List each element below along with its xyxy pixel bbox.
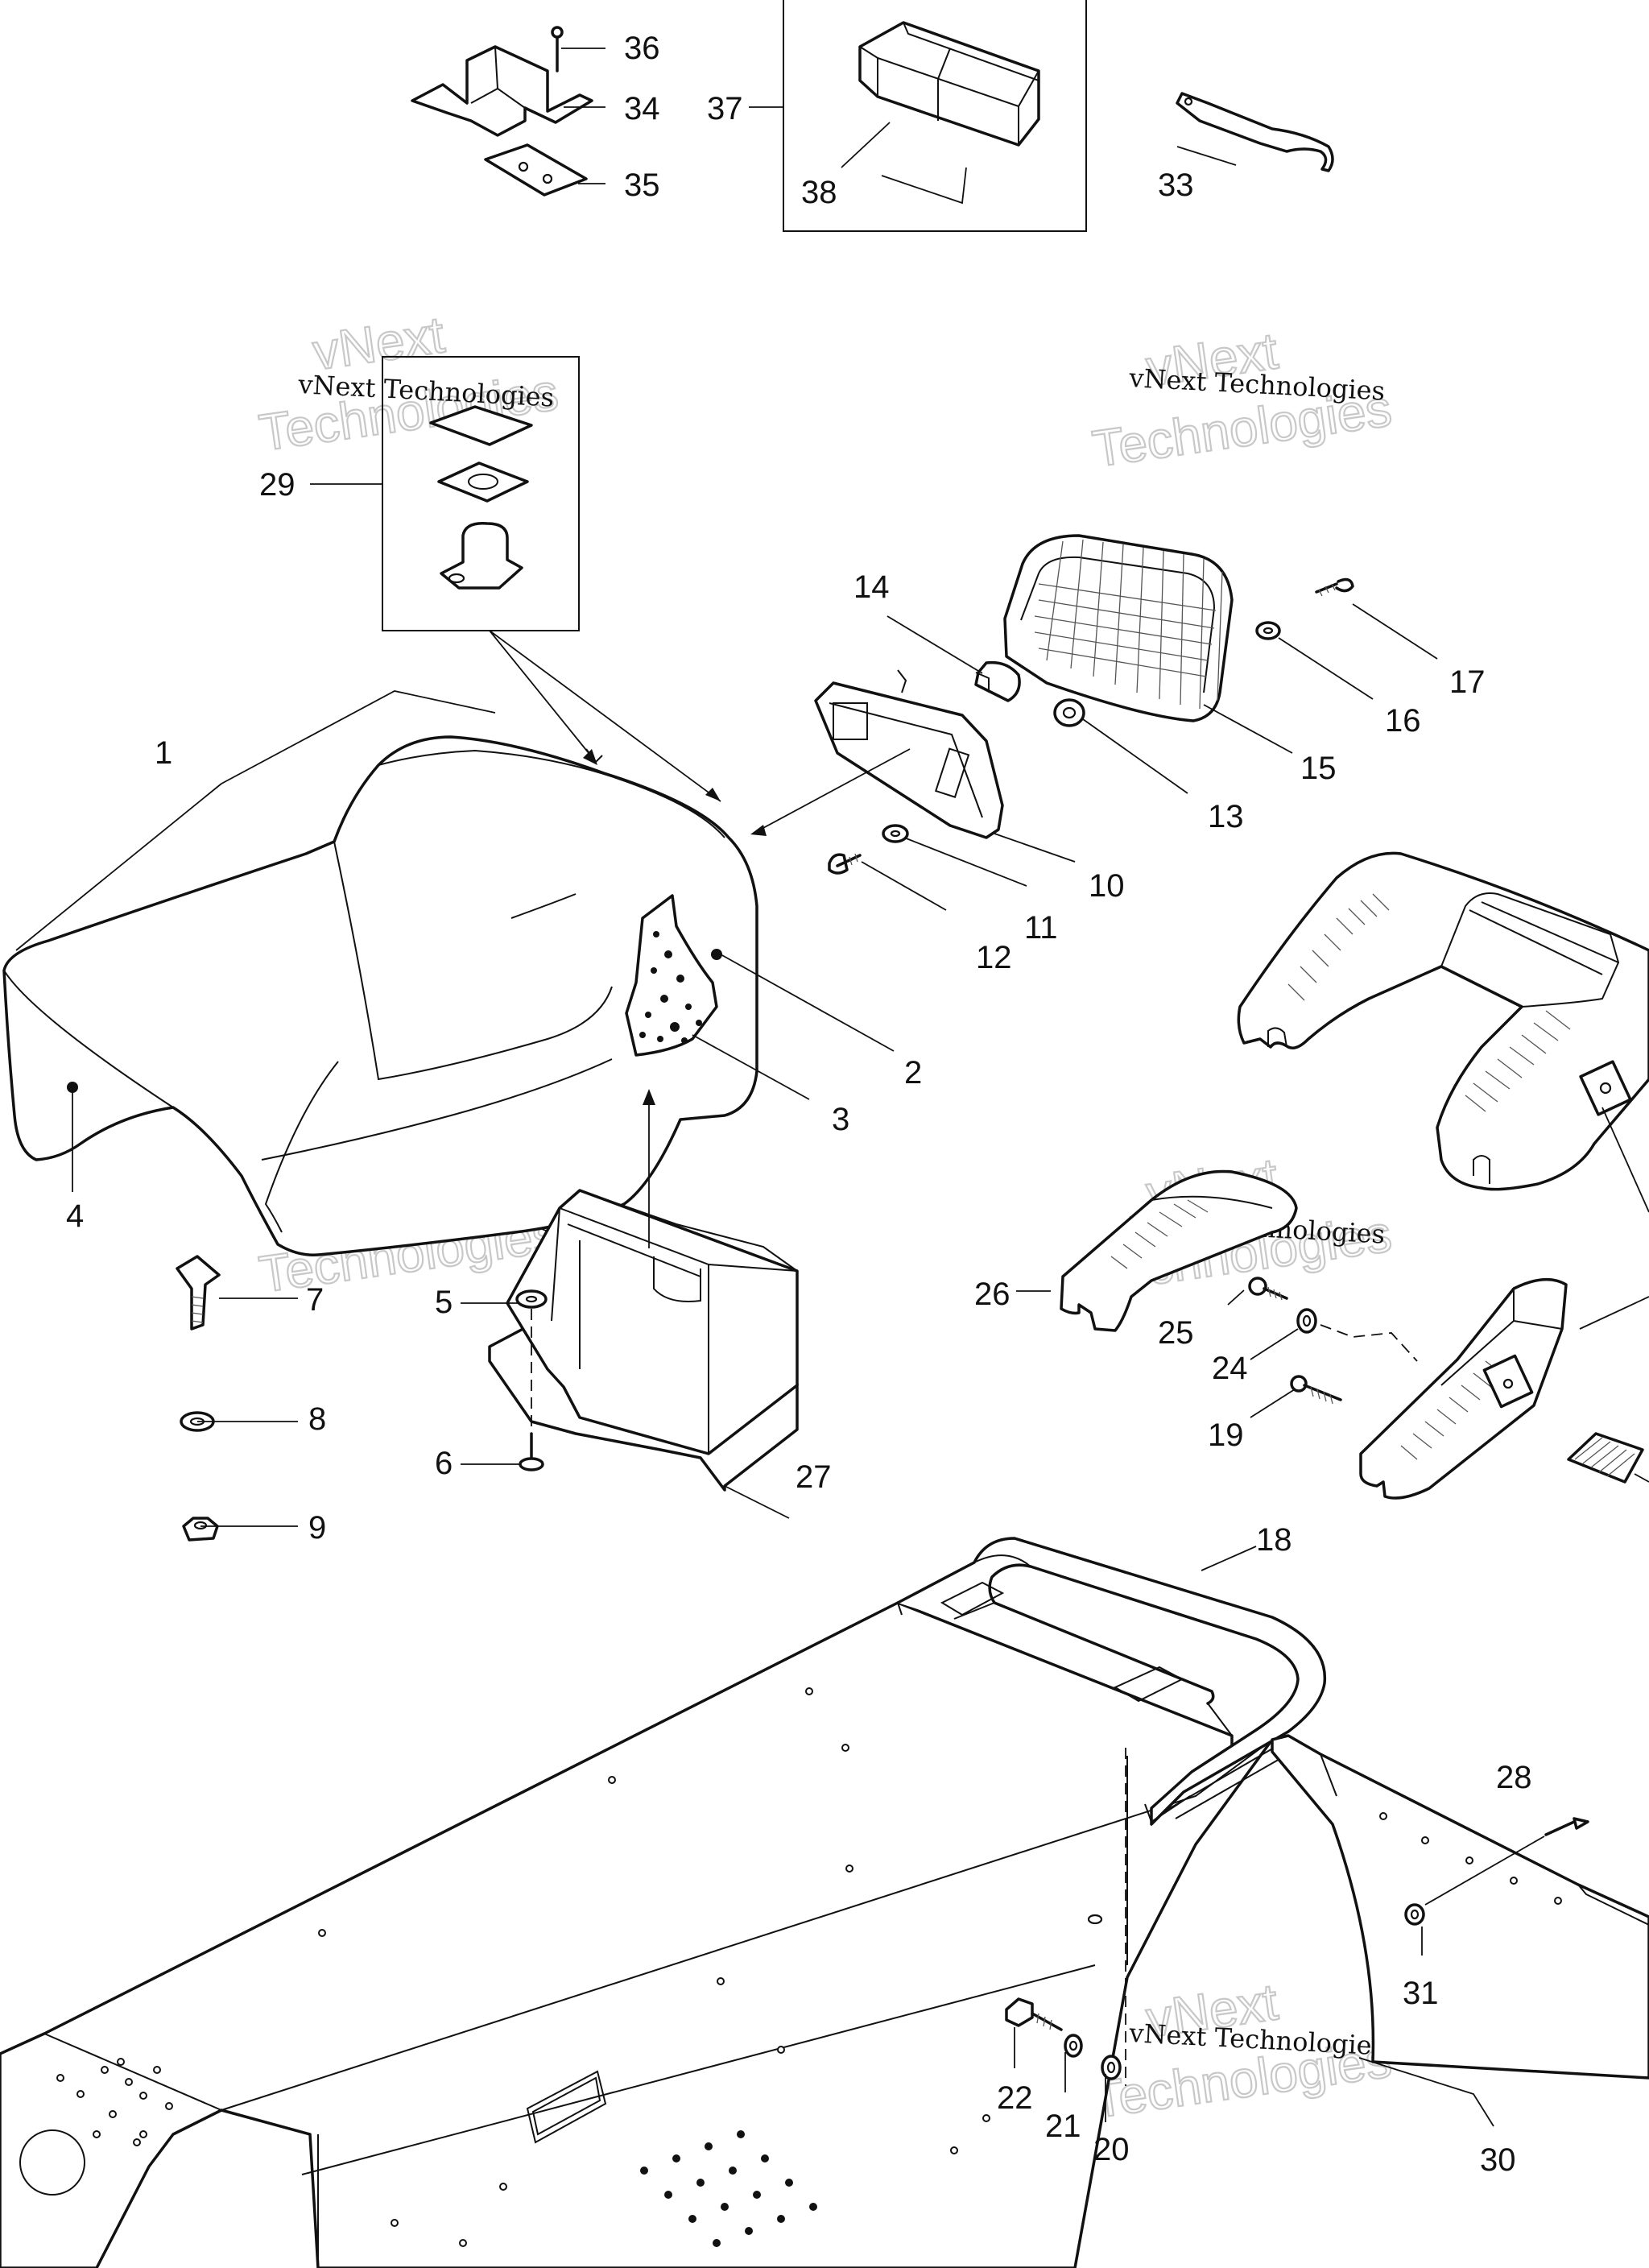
part-14-bulb [974,660,1021,702]
part-18-rear-bumper [896,1537,1327,1826]
part-9-nut [182,1517,219,1542]
part-28-rivet [1424,1817,1589,1906]
callout-34: 34 [624,91,660,126]
callout-2: 2 [904,1055,922,1091]
leader-lines [72,48,1649,2127]
part-29-box [310,356,721,802]
callout-26: 26 [974,1277,1010,1312]
part-27-storage-box [488,1089,799,1492]
callout-19: 19 [1208,1418,1244,1453]
part-7-tbolt [176,1255,221,1331]
part-15-lens [1003,534,1234,722]
callout-14: 14 [853,569,890,605]
callout-5: 5 [435,1285,453,1320]
part-12-screw [828,853,862,875]
part-5-grommet [515,1289,548,1309]
callout-12: 12 [976,940,1012,975]
callout-21: 21 [1045,2109,1081,2144]
callout-38: 38 [801,175,837,210]
callout-22: 22 [997,2080,1033,2116]
callout-20: 20 [1093,2132,1130,2167]
part-20-washer [1101,2055,1122,2080]
part-33-wrench [1176,92,1334,172]
part-tunnel [0,1601,1274,2268]
callout-25: 25 [1158,1315,1194,1351]
part-19-screw [1290,1375,1342,1405]
callout-36: 36 [624,31,660,66]
part-37-box [749,0,1087,232]
part-handle-end-2 [1359,1277,1568,1500]
callout-7: 7 [306,1282,324,1318]
leader-1 [15,690,496,951]
callout-15: 15 [1300,751,1337,786]
part-17-screw [1315,577,1354,597]
part-35-plate [484,143,588,197]
callout-31: 31 [1403,1976,1439,2011]
part-22-bolt [1005,1997,1063,2031]
callout-37: 37 [707,91,743,126]
part-26-handle-end [1060,1169,1298,1332]
part-grab-handle-large [1237,851,1649,1191]
callout-17: 17 [1449,664,1486,700]
callout-8: 8 [308,1401,326,1437]
part-11-washer [882,824,909,843]
part-31-washer [1404,1903,1425,1926]
part-36-screw [551,26,564,72]
part-6-bolt [519,1432,544,1471]
callout-30: 30 [1480,2142,1516,2178]
callout-28: 28 [1496,1760,1532,1795]
leader-24-axis [1320,1324,1418,1362]
callout-29: 29 [259,467,295,503]
callout-18: 18 [1256,1522,1292,1558]
part-38-toolkit [858,21,1040,147]
callout-27: 27 [796,1459,832,1495]
callout-24: 24 [1212,1351,1248,1386]
callout-10: 10 [1089,868,1125,904]
part-13-socket [1053,698,1085,727]
callout-13: 13 [1208,799,1244,834]
part-24-lockwasher [1296,1308,1317,1334]
callout-labels: 36 34 35 37 38 33 29 14 17 16 15 13 10 1… [66,31,1532,2178]
callout-11: 11 [1024,910,1058,946]
part-21-washer [1064,2034,1083,2058]
callout-1: 1 [155,735,172,771]
part-30-snowflap [1271,1734,1649,2080]
part-1-seat [2,735,758,1256]
callout-16: 16 [1385,703,1421,739]
part-3-cover-patch [625,894,718,1057]
callout-35: 35 [624,168,660,203]
part-25-screw [1248,1277,1288,1301]
part-pad-small [1567,1432,1644,1484]
callout-33: 33 [1158,168,1194,203]
part-16-washer [1255,621,1281,640]
callout-3: 3 [832,1102,849,1137]
callout-6: 6 [435,1446,453,1481]
part-10-taillight-housing [750,669,1004,839]
callout-4: 4 [66,1198,84,1234]
callout-9: 9 [308,1510,326,1546]
part-34-bracket [411,45,593,137]
